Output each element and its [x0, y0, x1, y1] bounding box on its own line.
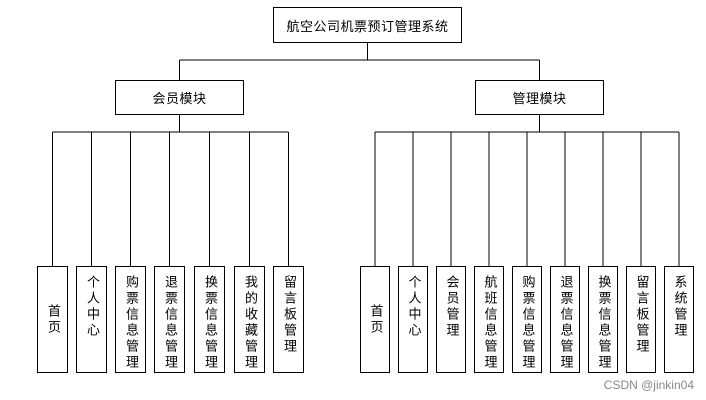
leaf-node-label: 退票信息管理: [557, 275, 573, 371]
leaf-node: 会员管理: [436, 266, 466, 373]
leaf-node-label: 购票信息管理: [123, 275, 138, 371]
leaf-node-label: 个人中心: [405, 275, 421, 339]
watermark: CSDN @jinkin04: [603, 378, 694, 392]
leaf-node: 换票信息管理: [194, 266, 225, 373]
leaf-node-label: 个人中心: [84, 275, 99, 339]
root-node-system-title: 航空公司机票预订管理系统: [273, 7, 462, 43]
leaf-node-label: 我的收藏管理: [242, 275, 257, 371]
leaf-node: 留言板管理: [626, 266, 656, 373]
leaf-node: 退票信息管理: [550, 266, 580, 373]
module-node-admin: 管理模块: [475, 80, 604, 115]
leaf-node: 航班信息管理: [474, 266, 504, 373]
leaf-node: 购票信息管理: [115, 266, 146, 373]
leaf-node: 首页: [360, 266, 390, 373]
leaf-node-label: 首页: [367, 303, 383, 336]
module-node-member: 会员模块: [115, 80, 244, 115]
leaf-node: 系统管理: [664, 266, 694, 373]
leaf-node-label: 会员管理: [443, 275, 459, 339]
leaf-node-label: 首页: [45, 303, 60, 336]
module-node-label: 会员模块: [152, 92, 207, 107]
leaf-node-label: 留言板管理: [633, 275, 649, 355]
leaf-node: 购票信息管理: [512, 266, 542, 373]
leaf-node: 个人中心: [76, 266, 107, 373]
leaf-node-label: 购票信息管理: [519, 275, 535, 371]
module-node-label: 管理模块: [512, 92, 567, 107]
leaf-node: 我的收藏管理: [234, 266, 265, 373]
leaf-node-label: 系统管理: [671, 275, 687, 339]
leaf-node-label: 留言板管理: [281, 275, 296, 355]
leaf-node: 换票信息管理: [588, 266, 618, 373]
leaf-node: 退票信息管理: [154, 266, 185, 373]
root-node-label: 航空公司机票预订管理系统: [286, 19, 449, 35]
leaf-node-label: 航班信息管理: [481, 275, 497, 371]
leaf-node-label: 换票信息管理: [595, 275, 611, 371]
leaf-node: 个人中心: [398, 266, 428, 373]
leaf-node: 首页: [37, 266, 68, 373]
leaf-node-label: 换票信息管理: [202, 275, 217, 371]
leaf-node-label: 退票信息管理: [162, 275, 177, 371]
leaf-node: 留言板管理: [273, 266, 304, 373]
